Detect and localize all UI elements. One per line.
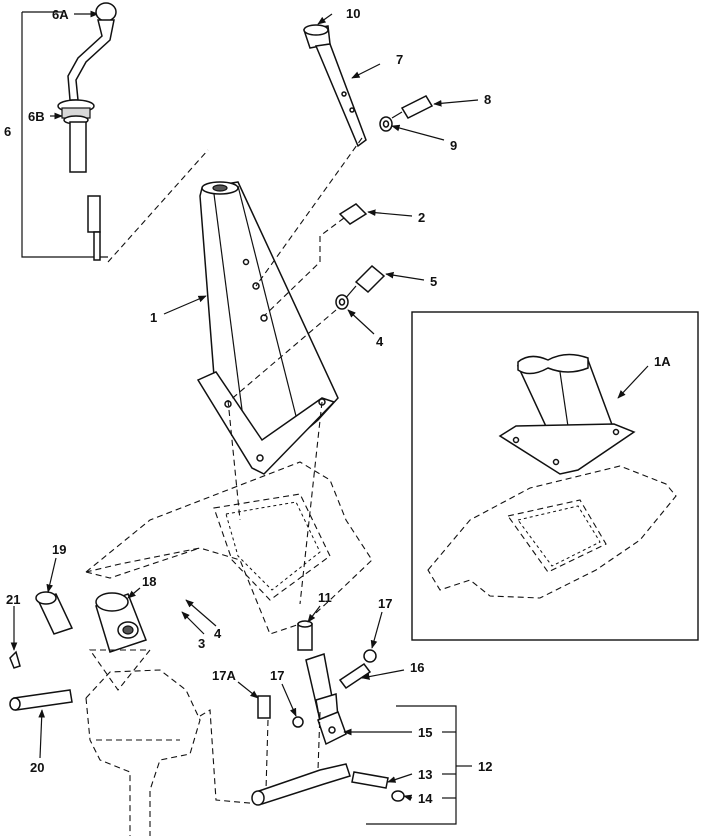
callout-2: 2	[418, 210, 425, 225]
callout-4-lower: 4	[214, 626, 222, 641]
callout-4-upper: 4	[376, 334, 384, 349]
callout-21: 21	[6, 592, 20, 607]
callout-12: 12	[478, 759, 492, 774]
callout-18: 18	[142, 574, 156, 589]
callout-6A: 6A	[52, 7, 69, 22]
fasteners-upper	[227, 203, 386, 403]
shift-lever-group	[21, 2, 209, 263]
callout-3: 3	[198, 636, 205, 651]
callout-6B: 6B	[28, 109, 45, 124]
callout-14: 14	[418, 791, 433, 806]
linkage-assembly	[251, 620, 457, 825]
callout-10: 10	[346, 6, 360, 21]
callout-9: 9	[450, 138, 457, 153]
callout-5: 5	[430, 274, 437, 289]
callout-6: 6	[4, 124, 11, 139]
inset-1A	[411, 311, 699, 641]
callout-13: 13	[418, 767, 432, 782]
callout-16: 16	[410, 660, 424, 675]
callout-11: 11	[318, 590, 332, 605]
callout-17A: 17A	[212, 668, 236, 683]
bracket-arm	[255, 24, 434, 287]
console-plate	[85, 399, 373, 635]
callout-19: 19	[52, 542, 66, 557]
callout-1: 1	[150, 310, 157, 325]
callout-labels: 10 7 8 9 6A 6B 6 2 5 1 4 1A 19 18 21 3 4…	[4, 6, 671, 806]
callout-1A: 1A	[654, 354, 671, 369]
lower-left-assembly	[9, 591, 261, 836]
shift-tower	[196, 181, 339, 475]
callout-15: 15	[418, 725, 432, 740]
callout-20: 20	[30, 760, 44, 775]
callout-17-lower: 17	[270, 668, 284, 683]
callout-7: 7	[396, 52, 403, 67]
callout-8: 8	[484, 92, 491, 107]
callout-17-upper: 17	[378, 596, 392, 611]
leader-lines	[10, 13, 649, 802]
